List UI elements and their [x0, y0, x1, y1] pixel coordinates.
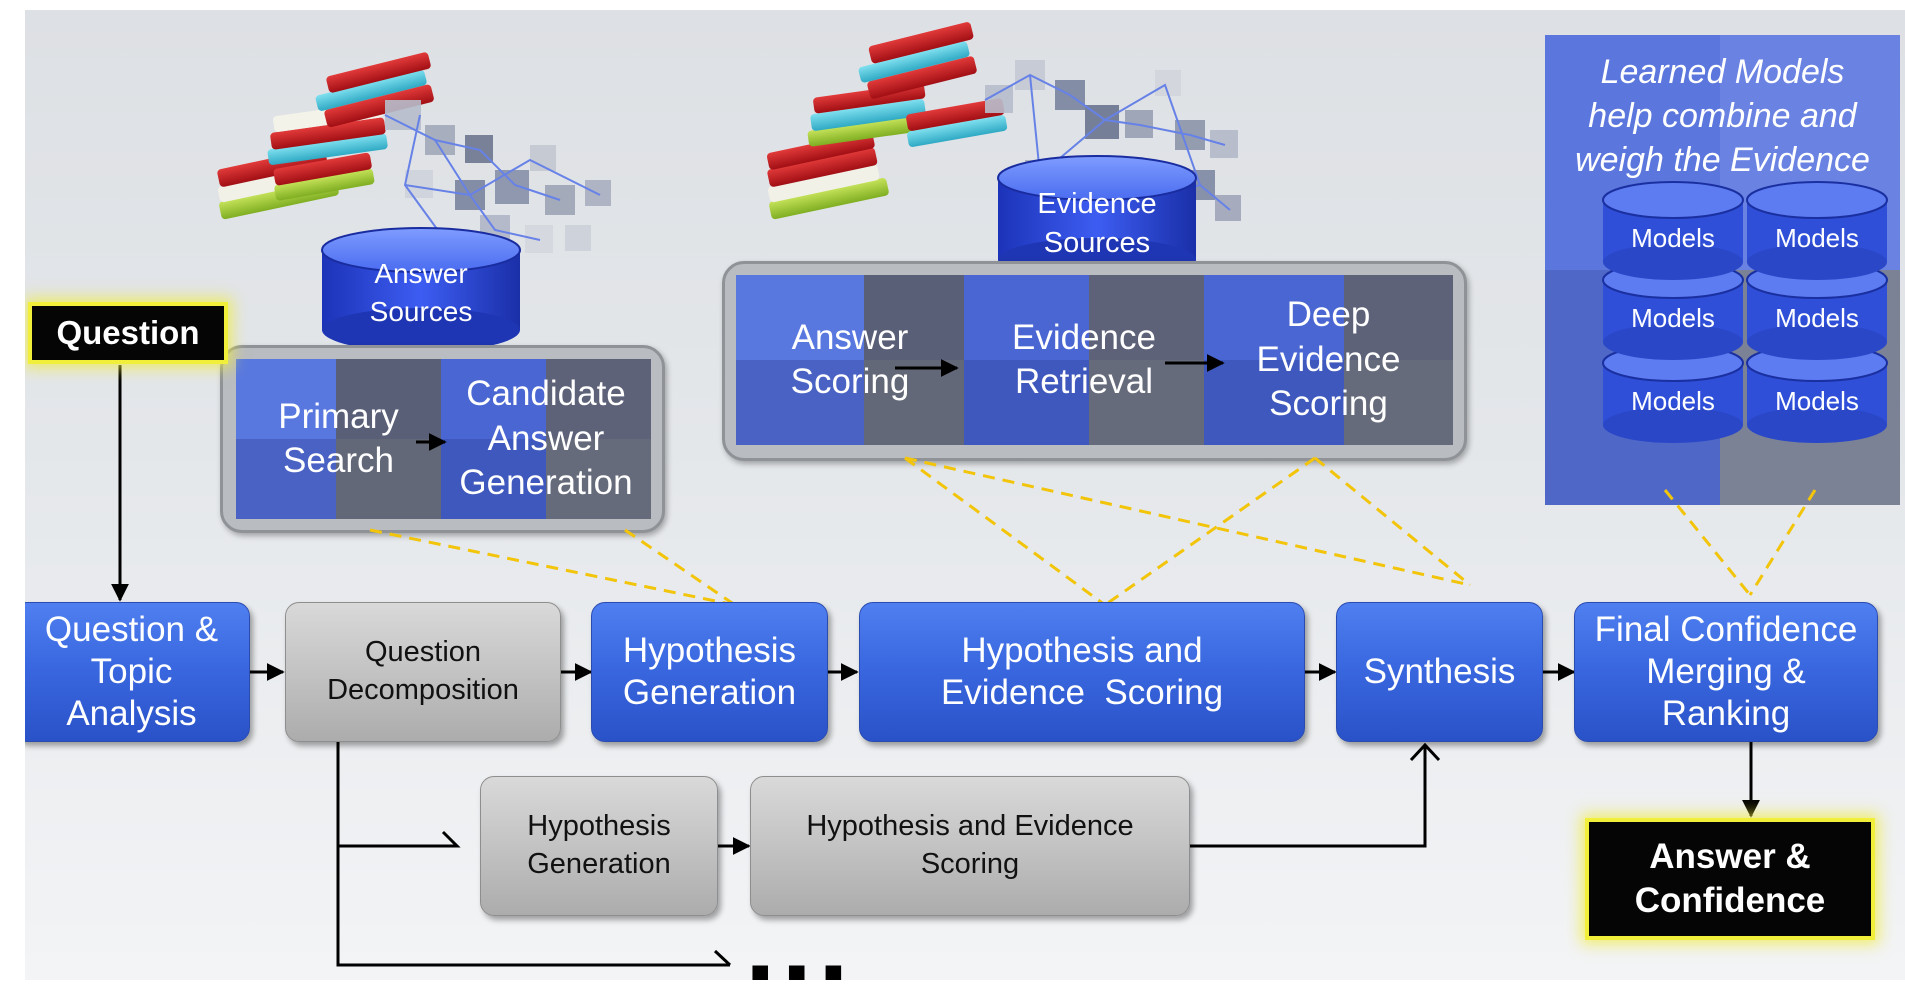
question-topic-line: Topic [90, 652, 173, 691]
question-decomposition-box: Question Decomposition [285, 602, 561, 742]
evidence-retrieval-cell: Evidence Retrieval [964, 275, 1204, 445]
branch-hypothesis-generation-line: Hypothesis [527, 810, 671, 843]
answer-scoring-line: Answer [791, 317, 909, 357]
models-label: Models [1631, 386, 1715, 416]
hypothesis-generation-line: Hypothesis [622, 631, 797, 670]
answer-scoring-line: Scoring [790, 362, 910, 401]
models-database-icon: Models [1746, 261, 1888, 360]
answer-confidence-line: Answer & [1649, 837, 1811, 877]
diagram-canvas: Answer Sources Evidence Sources Primary … [25, 10, 1905, 980]
hypothesis-generation-line: Generation [622, 673, 797, 712]
models-label: Models [1631, 223, 1715, 253]
evidence-retrieval-line: Retrieval [1014, 362, 1154, 401]
candidate-generation-line: Candidate [466, 374, 626, 414]
answer-scoring-cell: Answer Scoring [736, 275, 964, 445]
answer-sources-database-icon [321, 227, 521, 352]
learned-models-title-line: Learned Models [1600, 53, 1845, 91]
books-icon [217, 52, 434, 220]
primary-search-cell: Primary Search [236, 359, 441, 519]
books-icon [766, 22, 1008, 220]
deep-evidence-scoring-line: Evidence [1256, 339, 1401, 379]
question-topic-line: Analysis [66, 694, 197, 733]
answer-confidence-line: Confidence [1634, 881, 1826, 920]
candidate-answer-generation-cell: Candidate Answer Generation [441, 359, 651, 519]
branch-lines [336, 735, 1441, 967]
branch-hypothesis-generation-line: Generation [527, 848, 671, 880]
models-database-icon: Models [1746, 181, 1888, 280]
synthesis-label: Synthesis [1363, 652, 1516, 691]
question-box: Question [28, 302, 228, 364]
evidence-sources-label: Evidence Sources [998, 188, 1196, 260]
question-decomposition-line: Question [364, 636, 482, 669]
evidence-sources-label-line: Sources [1043, 227, 1151, 259]
final-confidence-merging-ranking-box: Final Confidence Merging & Ranking [1574, 602, 1878, 742]
branch-hypothesis-generation-box: Hypothesis Generation [480, 776, 718, 916]
primary-search-line: Primary [278, 396, 399, 436]
models-label: Models [1775, 223, 1859, 253]
connector-layer [111, 354, 1817, 967]
final-confidence-line: Final Confidence [1594, 610, 1858, 649]
final-confidence-line: Merging & [1646, 652, 1806, 691]
question-decomposition-line: Decomposition [327, 674, 519, 706]
evidence-retrieval-line: Evidence [1012, 317, 1156, 357]
branch-hypothesis-evidence-scoring-box: Hypothesis and Evidence Scoring [750, 776, 1190, 916]
solid-arrows [111, 354, 1760, 855]
hypothesis-evidence-scoring-line: Evidence Scoring [940, 673, 1224, 712]
hypothesis-generation-box: Hypothesis Generation [591, 602, 828, 742]
candidate-generation-line: Answer [487, 418, 605, 458]
models-label: Models [1775, 303, 1859, 333]
primary-search-line: Search [283, 441, 394, 480]
learned-models-title-line: weigh the Evidence [1575, 141, 1870, 180]
learned-models-title-line: help combine and [1588, 97, 1857, 136]
models-database-icon: Models [1602, 261, 1744, 360]
candidate-generation-line: Generation [459, 463, 633, 503]
answer-confidence-box: Answer & Confidence [1585, 818, 1875, 940]
question-topic-analysis-box: Question & Topic Analysis [25, 602, 250, 742]
more-branches-ellipsis: ... [745, 883, 855, 981]
decoration-layer [217, 22, 1241, 352]
models-label: Models [1775, 386, 1859, 416]
question-topic-line: Question & [44, 610, 219, 649]
answer-sources-label-line: Answer [374, 258, 468, 290]
deep-evidence-scoring-cell: Deep Evidence Scoring [1204, 275, 1453, 445]
models-database-icon: Models [1602, 181, 1744, 280]
dashed-connectors [369, 456, 1817, 607]
answer-sources-label-line: Sources [369, 296, 473, 327]
deep-evidence-scoring-line: Scoring [1269, 384, 1388, 424]
branch-hypothesis-evidence-scoring-line: Hypothesis and Evidence [806, 810, 1134, 843]
final-confidence-line: Ranking [1661, 694, 1791, 733]
answer-sources-label: Answer Sources [322, 256, 520, 330]
models-label: Models [1631, 303, 1715, 333]
hypothesis-evidence-scoring-line: Hypothesis and [961, 631, 1203, 670]
hypothesis-evidence-scoring-box: Hypothesis and Evidence Scoring [859, 602, 1305, 742]
deep-evidence-scoring-line: Deep [1286, 295, 1371, 335]
evidence-sources-label-line: Evidence [1037, 187, 1157, 220]
synthesis-box: Synthesis [1336, 602, 1543, 742]
branch-hypothesis-evidence-scoring-line: Scoring [920, 848, 1020, 880]
learned-models-title: Learned Models help combine and weigh th… [1545, 50, 1900, 183]
